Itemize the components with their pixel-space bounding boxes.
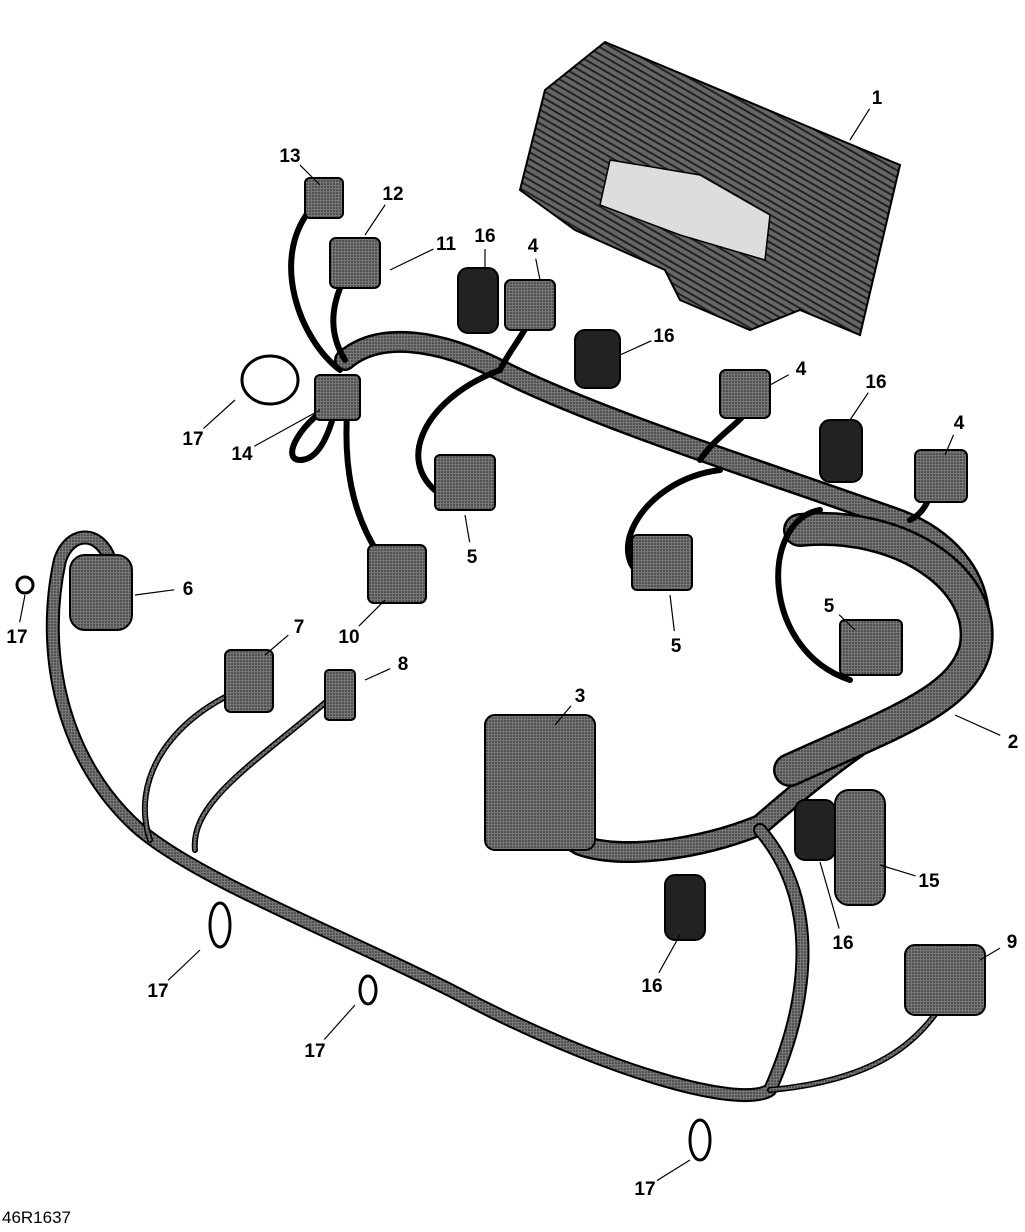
connector-4c: [914, 449, 968, 503]
callout-17: 17: [6, 627, 27, 648]
leader-line: [19, 594, 26, 623]
callout-labels: 1 13 12 11 16 4 16 4 16 4 17 14 5 5 5 6 17 10 7 8 3 2 15 16 9 16 1…: [6, 88, 1018, 1200]
callout-17: 17: [634, 1179, 655, 1200]
leader-line: [535, 258, 541, 281]
connector-12: [329, 237, 381, 289]
callout-15: 15: [918, 871, 940, 892]
leader-line: [979, 947, 1001, 961]
callout-4: 4: [528, 236, 539, 257]
ecu-module: [518, 40, 902, 337]
connector-7: [224, 649, 274, 713]
clip-16c: [819, 419, 863, 483]
leader-line: [849, 108, 871, 141]
leader-line: [364, 668, 391, 681]
callout-4: 4: [954, 413, 965, 434]
connector-9: [904, 944, 986, 1016]
connector-5c: [839, 619, 903, 676]
leader-line: [134, 589, 175, 596]
callout-8: 8: [398, 654, 409, 675]
clip-16d: [794, 799, 836, 861]
callout-1: 1: [872, 88, 883, 109]
connector-5a: [434, 454, 496, 511]
connector-5b: [631, 534, 693, 591]
callout-16: 16: [832, 933, 853, 954]
callout-5: 5: [467, 547, 478, 568]
leader-line: [358, 599, 386, 627]
callout-11: 11: [436, 234, 457, 255]
callout-16: 16: [474, 226, 495, 247]
callout-16: 16: [865, 372, 886, 393]
callout-6: 6: [183, 579, 194, 600]
callout-5: 5: [824, 596, 835, 617]
leader-line: [202, 399, 236, 430]
leader-line: [954, 714, 1001, 736]
callout-16: 16: [653, 326, 674, 347]
figure-id: 46R1637: [2, 1208, 72, 1227]
callout-16: 16: [641, 976, 662, 997]
leader-line: [838, 614, 856, 631]
leader-line: [849, 392, 869, 421]
ecu-label-plate: [599, 159, 771, 261]
callout-2: 2: [1008, 732, 1019, 753]
clip-16e: [664, 874, 706, 941]
callout-17: 17: [304, 1041, 325, 1062]
callout-12: 12: [382, 184, 403, 205]
leader-line: [619, 340, 652, 356]
leader-line: [879, 864, 916, 877]
leader-line: [253, 409, 321, 447]
callout-14: 14: [231, 444, 253, 465]
leader-line: [389, 248, 434, 271]
leader-line: [323, 1004, 356, 1040]
part-14: [314, 374, 361, 421]
callout-7: 7: [294, 617, 305, 638]
connector-4b: [719, 369, 771, 419]
connector-13: [304, 177, 344, 219]
clip-16a: [457, 267, 499, 334]
connector-4a: [504, 279, 556, 331]
leader-line: [264, 634, 289, 656]
leader-line: [299, 164, 321, 186]
callout-13: 13: [279, 146, 300, 167]
leader-line: [656, 1159, 691, 1182]
leader-line: [554, 705, 572, 726]
tie-wraps-17: [15, 354, 712, 1162]
part-3: [484, 714, 596, 851]
leader-line: [658, 934, 681, 974]
callout-9: 9: [1007, 932, 1018, 953]
leader-line: [819, 861, 840, 929]
connector-10: [367, 544, 427, 604]
callout-3: 3: [575, 686, 586, 707]
leader-line: [167, 949, 201, 981]
connector-8: [324, 669, 356, 721]
callout-17: 17: [147, 981, 168, 1002]
callout-10: 10: [338, 627, 359, 648]
leader-line: [464, 514, 471, 543]
leader-line: [944, 434, 955, 456]
callout-17: 17: [182, 429, 203, 450]
leader-line: [669, 594, 675, 632]
callout-4: 4: [796, 359, 807, 380]
leader-line: [769, 374, 790, 386]
part-6: [69, 554, 133, 631]
leader-line: [364, 204, 386, 236]
part-15: [834, 789, 886, 906]
callout-5: 5: [671, 636, 682, 657]
connectors: [69, 177, 986, 1016]
clip-16b: [574, 329, 621, 389]
